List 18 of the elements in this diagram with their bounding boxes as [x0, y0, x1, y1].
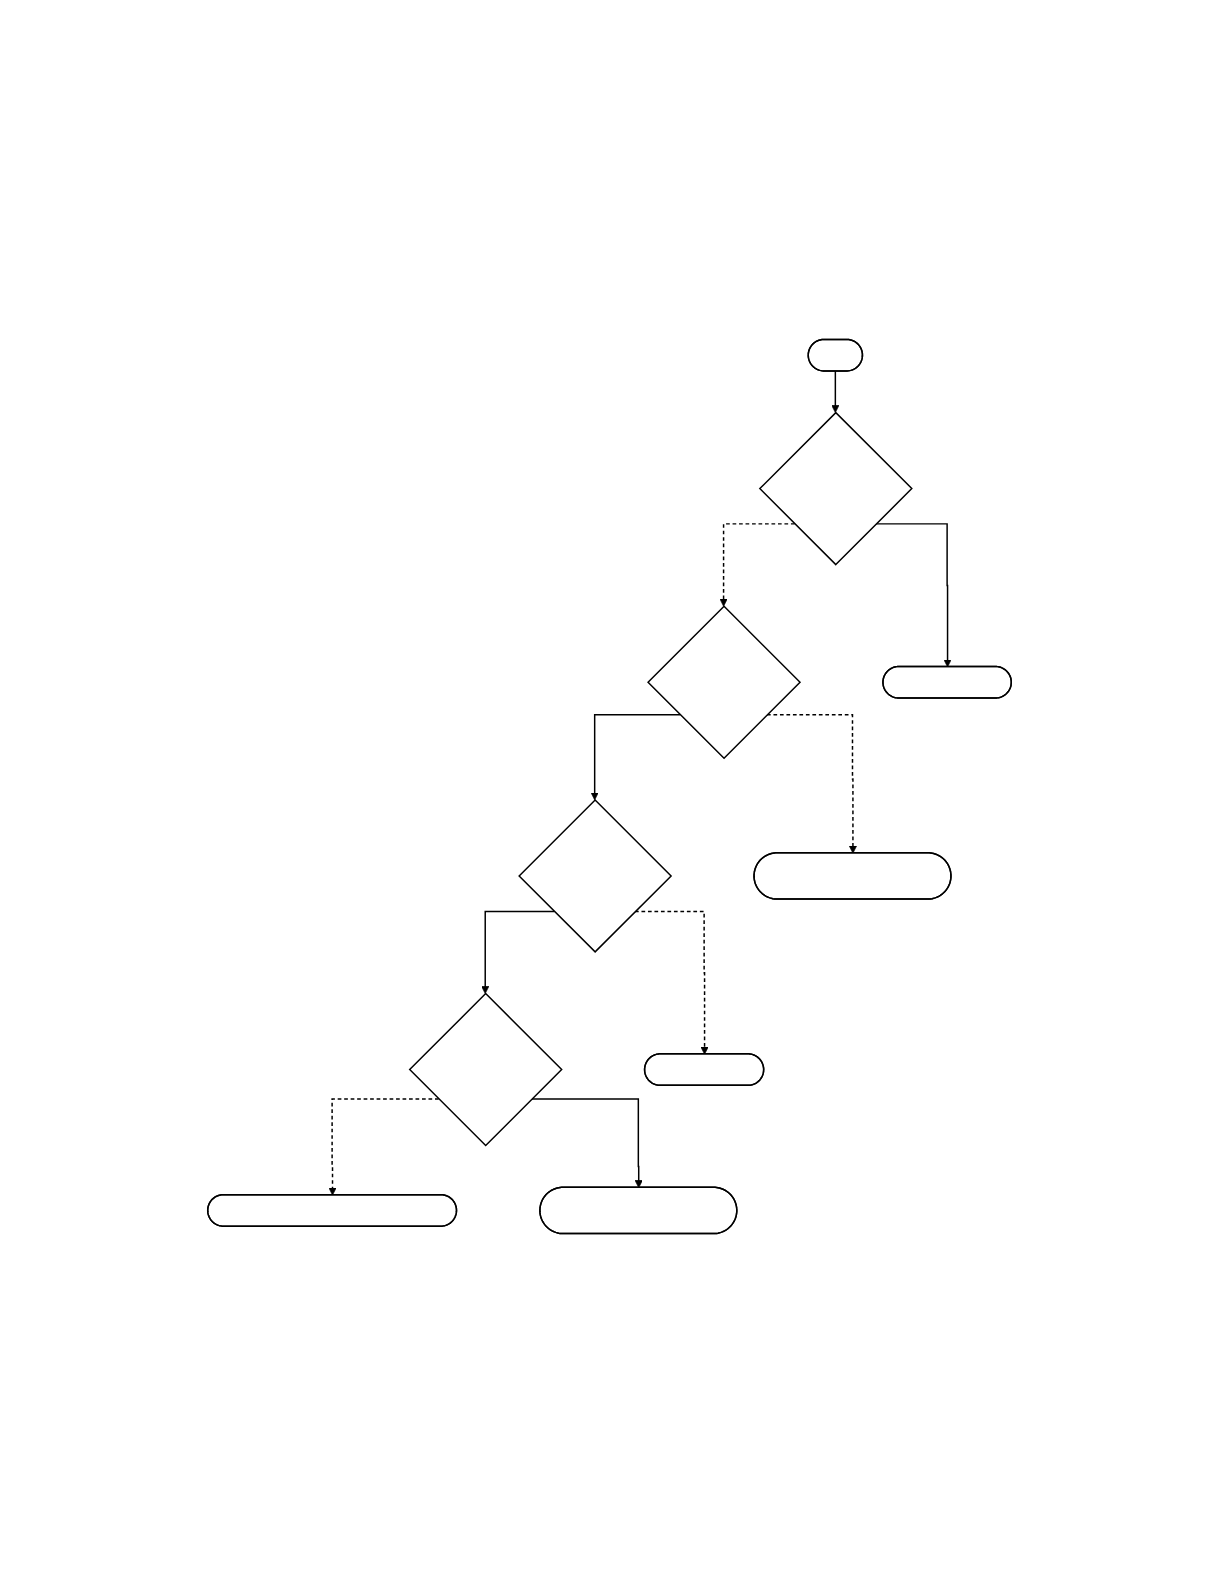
terminal-pill [643, 1053, 765, 1087]
terminal-pill [753, 852, 952, 900]
arrow [634, 910, 709, 1055]
decision-diamond [647, 605, 802, 760]
decision-diamond [758, 411, 913, 566]
arrow [719, 523, 796, 607]
arrow [875, 523, 952, 668]
arrow [531, 1098, 643, 1189]
arrow [481, 910, 556, 994]
terminal-pill [539, 1186, 738, 1235]
terminal-pill [882, 665, 1012, 699]
arrow [590, 714, 681, 801]
terminal-pill [807, 338, 864, 372]
decision-diamond [408, 992, 563, 1147]
decision-diamond [518, 798, 673, 953]
arrow [328, 1098, 440, 1196]
terminal-pill [207, 1193, 458, 1227]
arrow [831, 370, 840, 413]
